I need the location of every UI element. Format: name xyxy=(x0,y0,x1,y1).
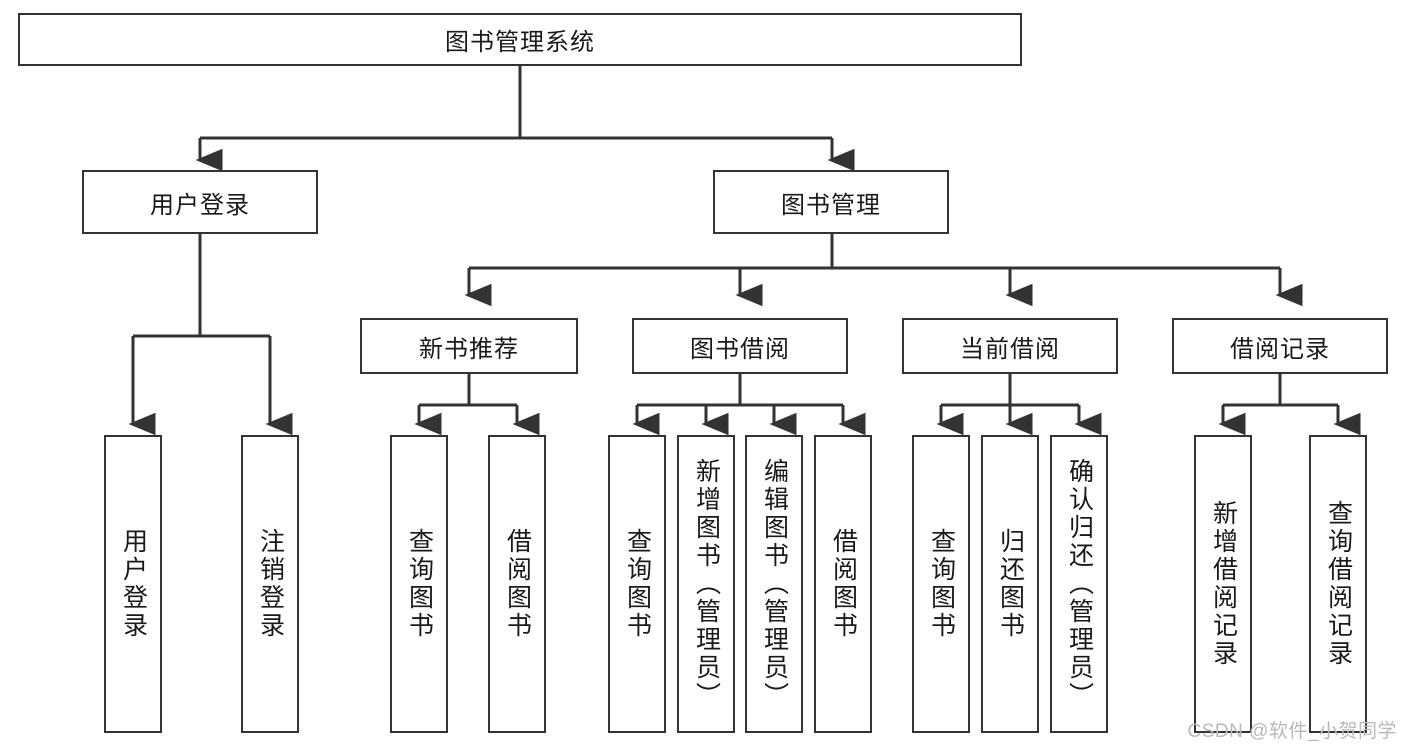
node-leaf-borrow-book-recommend-label: 借阅图书 xyxy=(503,528,532,640)
node-new-book-recommend[interactable]: 新书推荐 xyxy=(360,318,578,374)
node-leaf-logout-label: 注销登录 xyxy=(256,528,285,640)
node-book-borrow-label: 图书借阅 xyxy=(690,335,790,363)
node-leaf-borrow-book-recommend[interactable]: 借阅图书 xyxy=(488,435,546,733)
node-leaf-add-book-admin[interactable]: 新增图书（管理员） xyxy=(677,435,735,733)
node-leaf-add-borrow-record[interactable]: 新增借阅记录 xyxy=(1194,435,1252,733)
csdn-watermark: CSDN @软件_小贺同学 xyxy=(1187,721,1397,742)
node-leaf-query-borrow-record-label: 查询借阅记录 xyxy=(1324,500,1353,668)
node-leaf-edit-book-admin[interactable]: 编辑图书（管理员） xyxy=(745,435,803,733)
node-leaf-query-book-recommend[interactable]: 查询图书 xyxy=(390,435,448,733)
node-current-borrow-label: 当前借阅 xyxy=(960,335,1060,363)
node-leaf-user-login[interactable]: 用户登录 xyxy=(104,435,162,733)
node-root[interactable]: 图书管理系统 xyxy=(18,13,1022,66)
node-root-label: 图书管理系统 xyxy=(445,29,595,56)
node-leaf-return-book[interactable]: 归还图书 xyxy=(981,435,1039,733)
node-leaf-confirm-return-admin[interactable]: 确认归还（管理员） xyxy=(1050,435,1108,733)
node-current-borrow[interactable]: 当前借阅 xyxy=(902,318,1118,374)
node-leaf-borrow-book[interactable]: 借阅图书 xyxy=(814,435,872,733)
node-leaf-query-book-recommend-label: 查询图书 xyxy=(405,528,434,640)
node-leaf-confirm-return-admin-label: 确认归还（管理员） xyxy=(1065,458,1094,710)
node-leaf-add-book-admin-label: 新增图书（管理员） xyxy=(692,458,721,710)
node-user-login-label: 用户登录 xyxy=(150,191,250,219)
node-borrow-record[interactable]: 借阅记录 xyxy=(1172,318,1388,374)
node-borrow-record-label: 借阅记录 xyxy=(1230,335,1330,363)
node-leaf-query-book-current[interactable]: 查询图书 xyxy=(912,435,970,733)
node-leaf-logout[interactable]: 注销登录 xyxy=(241,435,299,733)
node-leaf-query-borrow-record[interactable]: 查询借阅记录 xyxy=(1309,435,1367,733)
node-leaf-query-book-current-label: 查询图书 xyxy=(927,528,956,640)
node-leaf-query-book-borrow-label: 查询图书 xyxy=(623,528,652,640)
node-leaf-query-book-borrow[interactable]: 查询图书 xyxy=(608,435,666,733)
node-leaf-edit-book-admin-label: 编辑图书（管理员） xyxy=(760,458,789,710)
node-leaf-add-borrow-record-label: 新增借阅记录 xyxy=(1209,500,1238,668)
node-leaf-user-login-label: 用户登录 xyxy=(119,528,148,640)
node-book-management-label: 图书管理 xyxy=(781,191,881,219)
node-user-login[interactable]: 用户登录 xyxy=(82,170,318,234)
node-leaf-return-book-label: 归还图书 xyxy=(996,528,1025,640)
node-new-book-recommend-label: 新书推荐 xyxy=(419,335,519,363)
node-leaf-borrow-book-label: 借阅图书 xyxy=(829,528,858,640)
node-book-borrow[interactable]: 图书借阅 xyxy=(632,318,848,374)
node-book-management[interactable]: 图书管理 xyxy=(713,170,949,234)
